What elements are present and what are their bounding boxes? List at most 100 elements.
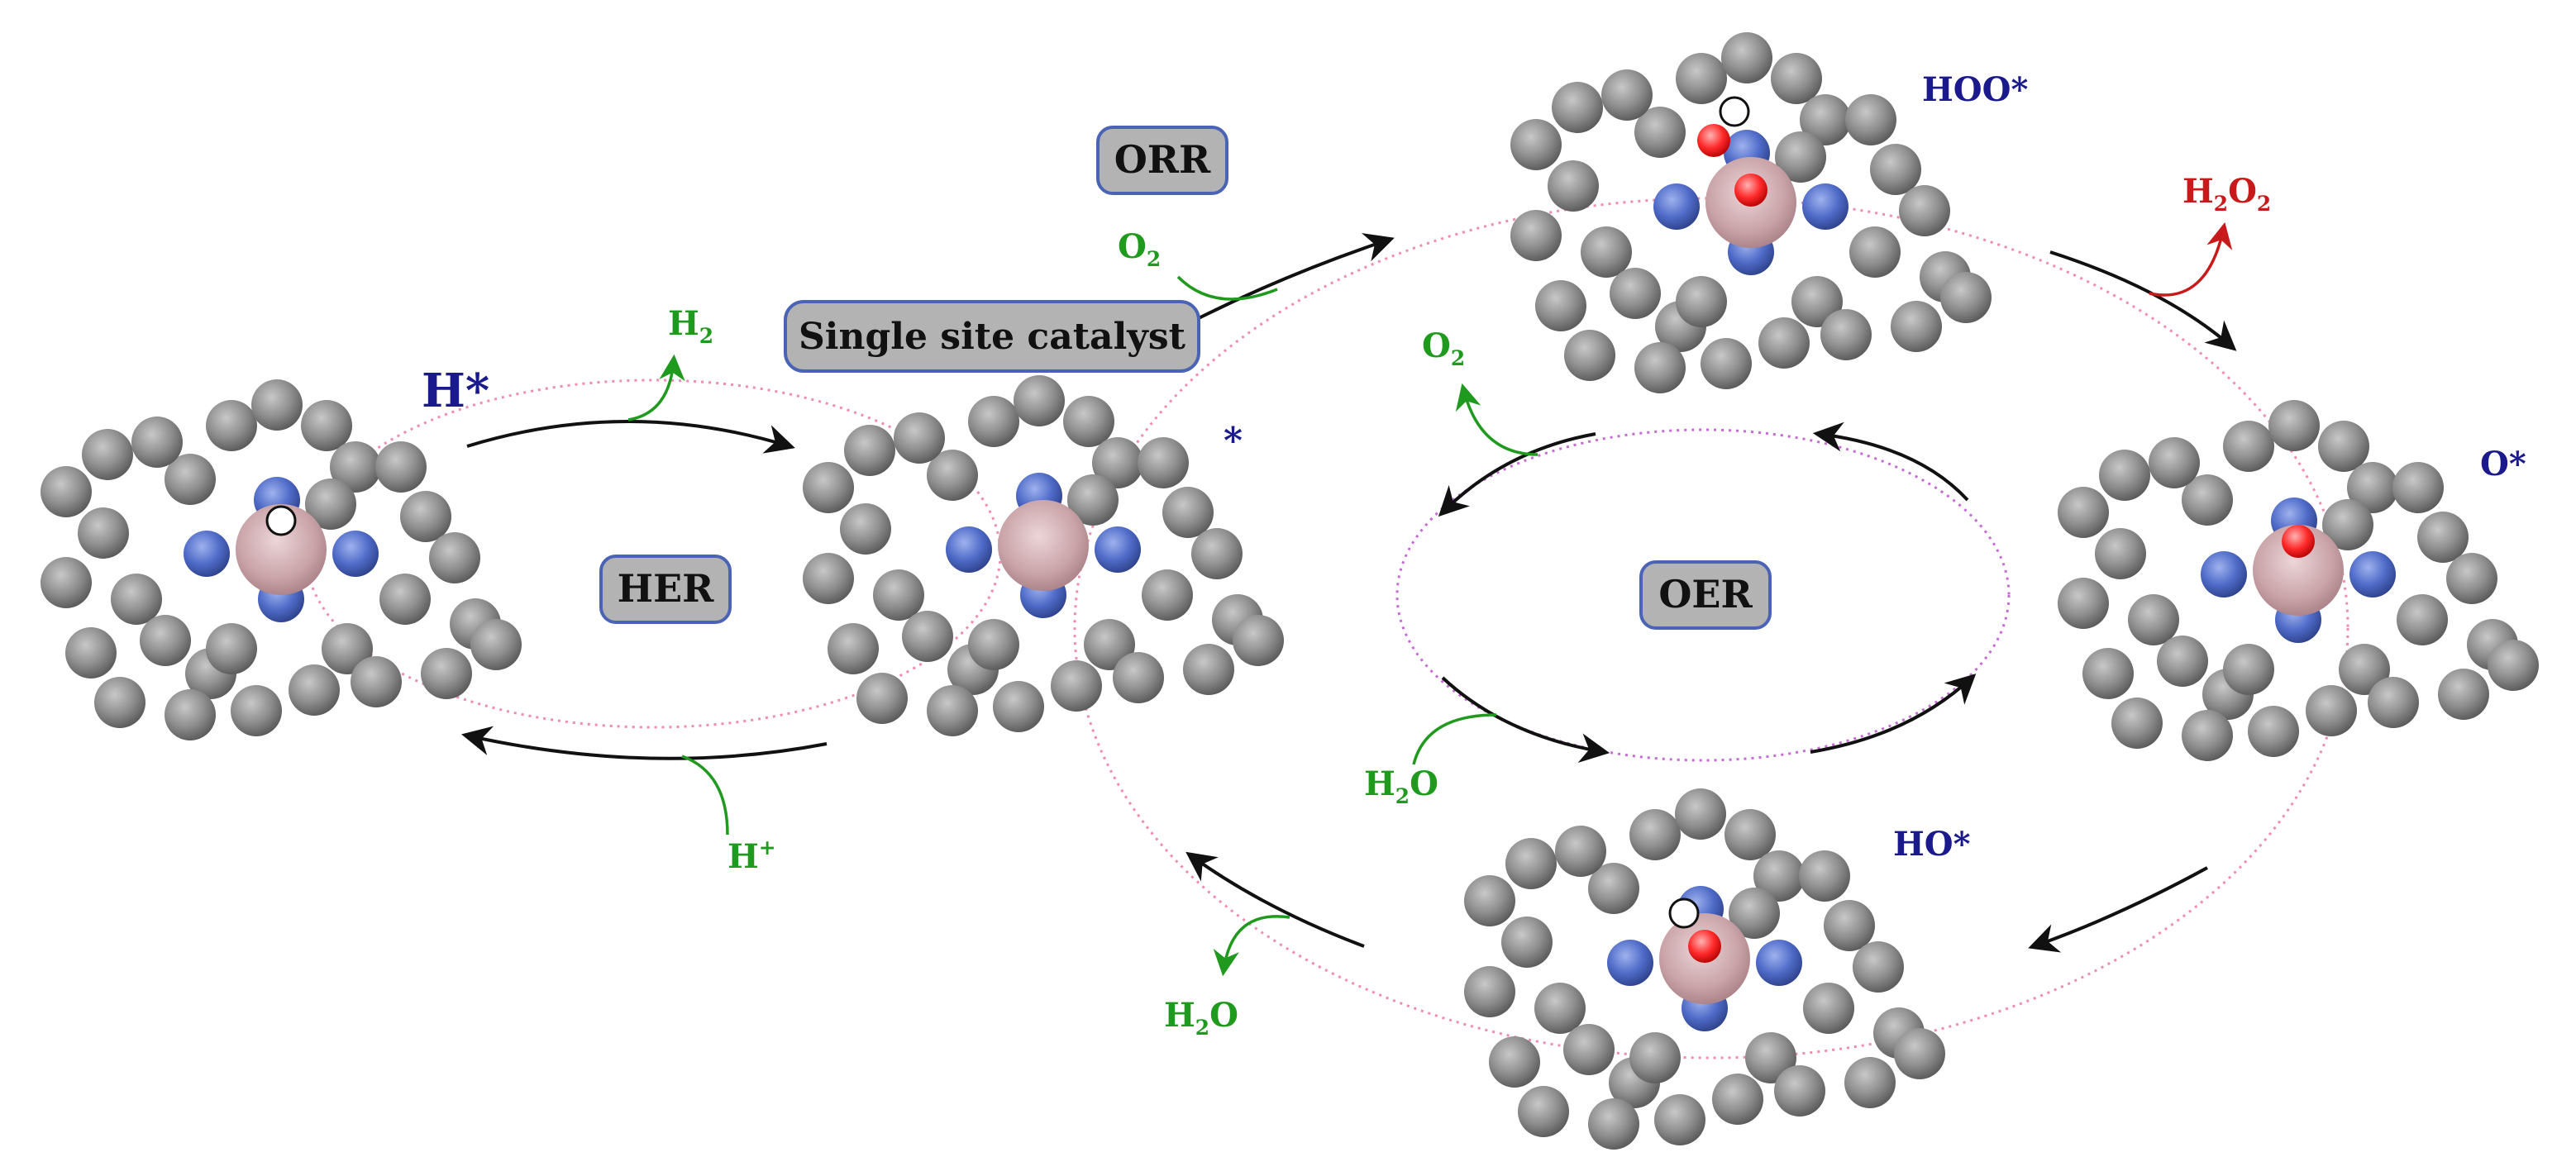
carbon-atom — [1870, 144, 1921, 195]
carbon-atom — [803, 553, 854, 604]
nitrogen-atom — [1802, 183, 1849, 230]
carbon-atom — [1233, 615, 1284, 666]
carbon-atom — [1634, 107, 1686, 158]
nitrogen-atom — [332, 531, 379, 577]
carbon-atom — [894, 412, 945, 464]
carbon-atom — [1891, 301, 1942, 352]
carbon-atom — [1824, 900, 1875, 951]
nitrogen-atom — [946, 526, 992, 573]
carbon-atom — [1894, 1028, 1945, 1079]
hydrogen-atom — [265, 505, 297, 536]
arrow-h2o-oer-in — [1412, 713, 1497, 765]
carbon-atom — [1555, 826, 1606, 877]
arrow-oer-2 — [1438, 432, 1596, 517]
carbon-atom — [1564, 330, 1615, 381]
hoo-star-label: HOO* — [1922, 70, 2028, 109]
nitrogen-atom — [2349, 551, 2396, 598]
carbon-atom — [1548, 160, 1599, 212]
metal-center-atom — [2253, 525, 2344, 616]
carbon-atom — [2268, 400, 2320, 451]
carbon-atom — [1899, 185, 1950, 236]
arrow-oer-4 — [1810, 674, 1977, 754]
carbon-atom — [1464, 875, 1515, 926]
carbon-atom — [400, 491, 451, 542]
carbon-atom — [2111, 698, 2163, 749]
carbon-atom — [927, 685, 978, 736]
carbon-atom — [993, 681, 1044, 732]
orr-label: ORR — [1114, 137, 1211, 182]
carbon-atom — [968, 619, 1019, 670]
carbon-atom — [470, 619, 522, 670]
carbon-atom — [1758, 317, 1810, 369]
carbon-atom — [1051, 660, 1102, 712]
carbon-atom — [78, 507, 129, 559]
oxygen-atom — [2282, 525, 2315, 558]
star-cluster — [803, 375, 1284, 736]
carbon-atom — [2082, 648, 2134, 699]
hplus-reactant-label: H+ — [727, 836, 776, 876]
h2-product-label: H2 — [668, 304, 713, 348]
orr-cycle-guide — [1073, 197, 2349, 1059]
carbon-atom — [2095, 528, 2146, 579]
carbon-atom — [1629, 809, 1681, 860]
arrow-h2o-orr-out — [1213, 915, 1290, 977]
nitrogen-atom — [184, 531, 230, 577]
carbon-atom — [1701, 338, 1752, 389]
carbon-atom — [2322, 499, 2373, 550]
carbon-atom — [41, 557, 92, 608]
carbon-atom — [351, 656, 402, 707]
carbon-atom — [65, 627, 117, 678]
carbon-atom — [301, 400, 352, 451]
carbon-atom — [82, 429, 133, 480]
carbon-atom — [2099, 450, 2150, 501]
metal-center-atom — [998, 500, 1089, 591]
carbon-atom — [421, 648, 472, 699]
carbon-atom — [1489, 1036, 1540, 1088]
arrow-her-back — [460, 726, 828, 760]
carbon-atom — [1505, 838, 1557, 889]
carbon-atom — [1510, 210, 1562, 261]
carbon-atom — [1610, 268, 1661, 319]
carbon-atom — [1092, 437, 1143, 488]
hydrogen-atom — [1668, 898, 1700, 929]
h-star-label: H* — [422, 364, 489, 418]
cycle-guides — [304, 197, 2349, 1059]
arrow-orr-2 — [2049, 250, 2237, 351]
carbon-atom — [1712, 1074, 1763, 1125]
arrow-h2o2-out — [2149, 221, 2233, 297]
carbon-atom — [165, 689, 216, 740]
carbon-atom — [2223, 644, 2274, 695]
carbon-atom — [1534, 983, 1586, 1034]
o2-oer-product-label: O2 — [1422, 326, 1465, 370]
catalyst-label: Single site catalyst — [799, 316, 1186, 358]
carbon-atom — [1552, 82, 1603, 133]
carbon-atom — [1067, 474, 1119, 526]
oer-cycle-guide — [1395, 428, 2011, 762]
carbon-atom — [2397, 594, 2448, 645]
carbon-atom — [1845, 94, 1896, 145]
h2o2-product-label: H2O2 — [2182, 172, 2271, 216]
carbon-atom — [840, 503, 891, 555]
o-star-cluster — [2058, 400, 2539, 761]
carbon-atom — [206, 623, 257, 674]
arrow-her-forward — [466, 420, 795, 454]
carbon-atom — [1774, 1065, 1825, 1117]
carbon-atom — [1729, 888, 1780, 939]
arrow-o2-oer-out — [1455, 383, 1538, 456]
carbon-atom — [2182, 710, 2233, 761]
carbon-atom — [305, 479, 356, 530]
ho-star-label: HO* — [1893, 825, 1971, 864]
carbon-atom — [2182, 474, 2233, 526]
carbon-atom — [2058, 578, 2109, 629]
oxygen-atom — [1688, 930, 1721, 963]
oxygen-atom — [1697, 124, 1730, 157]
nitrogen-atom — [1095, 526, 1141, 573]
arrow-oer-1 — [1812, 421, 1969, 502]
carbon-atom — [2417, 512, 2469, 563]
carbon-atom — [1775, 131, 1826, 183]
star-label: * — [1224, 420, 1243, 462]
cycle-arrows — [460, 233, 2237, 953]
carbon-atom — [1724, 809, 1776, 860]
nitrogen-atom — [2201, 551, 2247, 598]
